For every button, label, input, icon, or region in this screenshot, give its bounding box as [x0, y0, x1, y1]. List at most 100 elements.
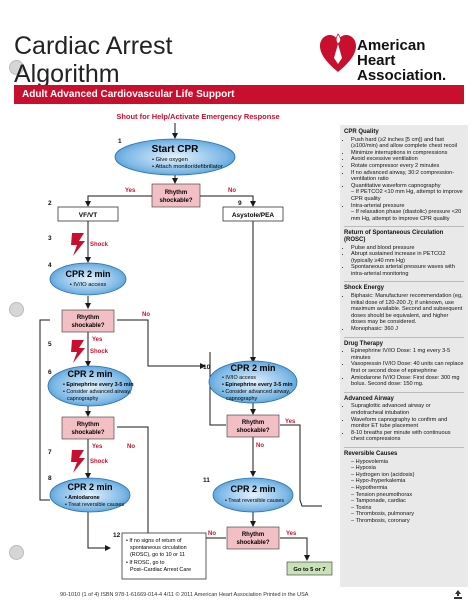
step-number-5: 5 — [48, 341, 52, 348]
cpr-quality-title: CPR Quality — [344, 129, 379, 135]
goto-label: Go to 5 or 7 — [293, 567, 325, 573]
list-item: Abrupt sustained increase in PETCO2 (typ… — [351, 251, 464, 264]
rosc-title: Return of Spontaneous Circulation (ROSC) — [344, 230, 444, 243]
box-12-line-5: Post–Cardiac Arrest Care — [130, 567, 191, 573]
cpr-node-8: CPR 2 min • Amiodarone • Treat reversibl… — [49, 477, 131, 513]
no-label-3: No — [127, 444, 135, 450]
drug-therapy-title: Drug Therapy — [344, 340, 384, 347]
list-item: – Hypothermia — [351, 484, 388, 491]
no-label-4: No — [256, 443, 264, 449]
logo-line-2: Heart — [357, 52, 396, 69]
cpr-8-line-1: • Amiodarone — [65, 495, 100, 501]
recycle-icon — [454, 590, 462, 599]
decision-5-line-2: shockable? — [236, 540, 269, 546]
decision-2-line-2: shockable? — [71, 323, 104, 329]
cpr-node-6: CPR 2 min • Epinephrine every 3-5 min • … — [47, 365, 134, 407]
cpr-11-title: CPR 2 min — [230, 484, 275, 494]
list-item: Vasopressin IV/IO Dose: 40 units can rep… — [351, 361, 464, 374]
list-item: – Toxins — [351, 504, 372, 511]
list-item: – If PETCO2 <10 mm Hg, attempt to improv… — [351, 189, 463, 202]
algorithm-flowchart: Shout for Help/Activate Emergency Respon… — [39, 112, 333, 580]
cpr-6-line-3: capnography — [67, 396, 98, 402]
aha-logo-text: American Heart Association. — [357, 38, 446, 83]
shock-energy-title: Shock Energy — [344, 285, 385, 292]
start-cpr-line-2: • Attach monitor/defibrillator — [152, 164, 223, 170]
step-number-12: 12 — [113, 532, 121, 539]
page-footer: 90-1010 (1 of 4) ISBN 978-1-61669-014-4 … — [60, 592, 309, 598]
cpr-quality-section: CPR Quality Push hard (≥2 inches [5 cm])… — [344, 129, 464, 222]
rhythm-shockable-decision-1: Rhythm shockable? — [151, 183, 201, 208]
start-cpr-line-1: • Give oxygen — [152, 157, 188, 163]
cpr-node-10: CPR 2 min • IV/IO access • Epinephrine e… — [208, 360, 298, 404]
list-item: Quantitative waveform capnography — [351, 183, 464, 190]
decision-3-line-2: shockable? — [71, 430, 104, 436]
cpr-6-title: CPR 2 min — [67, 369, 112, 379]
cpr-10-line-3: • Consider advanced airway, — [222, 389, 291, 395]
lightning-bolt-icon — [71, 233, 85, 256]
list-item: Amiodarone IV/IO Dose: First dose: 300 m… — [351, 375, 464, 388]
decision-4-line-1: Rhythm — [242, 420, 264, 426]
asystole-pea-box: Asystole/PEA — [222, 206, 284, 222]
list-item: – Tamponade, cardiac — [351, 498, 406, 505]
step-number-8: 8 — [48, 475, 52, 482]
no-label-1: No — [228, 188, 236, 194]
reversible-causes-title: Reversible Causes — [344, 450, 398, 457]
decision-2-line-1: Rhythm — [77, 315, 99, 321]
step-number-1: 1 — [118, 138, 122, 145]
step-number-7: 7 — [48, 449, 52, 456]
rhythm-shockable-decision-3: Rhythm shockable? — [61, 416, 115, 440]
shock-3: Shock — [71, 233, 109, 256]
reference-sidebar: CPR Quality Push hard (≥2 inches [5 cm])… — [340, 125, 468, 587]
yes-label-5: Yes — [286, 531, 297, 537]
list-item: – Thrombosis, pulmonary — [351, 511, 415, 518]
section-banner: Adult Advanced Cardiovascular Life Suppo… — [14, 85, 464, 104]
rhythm-shockable-decision-5: Rhythm shockable? — [226, 526, 280, 550]
cpr-4-title: CPR 2 min — [65, 269, 110, 279]
yes-label-4: Yes — [285, 419, 296, 425]
rhythm-shockable-decision-2: Rhythm shockable? — [61, 309, 115, 333]
list-item: – If relaxation phase (diastolic) pressu… — [351, 209, 462, 222]
step-number-4: 4 — [48, 262, 52, 269]
decision-1-line-1: Rhythm — [165, 190, 187, 196]
list-item: Intra-arterial pressure — [351, 203, 464, 210]
list-item: Biphasic: Manufacturer recommendation (e… — [351, 293, 464, 326]
vf-vt-label: VF/VT — [79, 212, 97, 219]
no-label-2: No — [142, 312, 150, 318]
box-12-line-1: • If no signs of return of — [126, 538, 182, 544]
cpr-8-title: CPR 2 min — [67, 482, 112, 492]
binder-hole-2 — [9, 302, 24, 317]
decision-4-line-2: shockable? — [236, 428, 269, 434]
shock-5: Shock — [71, 340, 109, 363]
step-number-6: 6 — [48, 369, 52, 376]
list-item: Epinephrine IV/IO Dose: 1 mg every 3-5 m… — [351, 348, 464, 361]
cpr-4-line-1: • IV/IO access — [70, 282, 107, 288]
advanced-airway-title: Advanced Airway — [344, 395, 394, 402]
start-cpr-node: Start CPR • Give oxygen • Attach monitor… — [114, 138, 236, 176]
reversible-causes-section: Reversible Causes – Hypovolemia – Hypoxi… — [344, 451, 464, 525]
aha-heart-torch-logo — [320, 33, 356, 72]
rosc-section: Return of Spontaneous Circulation (ROSC)… — [344, 230, 464, 277]
list-item: Waveform capnography to confirm and moni… — [351, 417, 464, 430]
yes-label-1: Yes — [125, 188, 136, 194]
list-item: – Thrombosis, coronary — [351, 517, 410, 524]
asystole-pea-label: Asystole/PEA — [232, 212, 275, 219]
list-item: Avoid excessive ventilation — [351, 156, 464, 163]
vf-vt-box: VF/VT — [57, 206, 119, 222]
list-item: Supraglottic advanced airway or endotrac… — [351, 403, 464, 416]
drug-therapy-section: Drug Therapy Epinephrine IV/IO Dose: 1 m… — [344, 341, 464, 388]
shock-label-7: Shock — [90, 459, 109, 465]
cpr-6-line-2: • Consider advanced airway, — [63, 389, 132, 395]
binder-hole-3 — [9, 545, 24, 560]
list-item: 8-10 breaths per minute with continuous … — [351, 430, 464, 443]
no-label-5: No — [208, 531, 216, 537]
step-number-2: 2 — [48, 200, 52, 207]
cpr-node-11: CPR 2 min • Treat reversible causes — [212, 477, 294, 513]
yes-label-2: Yes — [92, 337, 103, 343]
step-12-box: • If no signs of return of spontaneous c… — [121, 532, 207, 580]
list-item: Monophasic: 360 J — [351, 326, 464, 333]
lightning-bolt-icon — [71, 450, 85, 473]
decision-5-line-1: Rhythm — [242, 532, 264, 538]
cpr-node-4: CPR 2 min • IV/IO access — [49, 262, 127, 296]
cpr-10-title: CPR 2 min — [230, 363, 275, 373]
cpr-10-line-4: capnography — [226, 396, 257, 402]
